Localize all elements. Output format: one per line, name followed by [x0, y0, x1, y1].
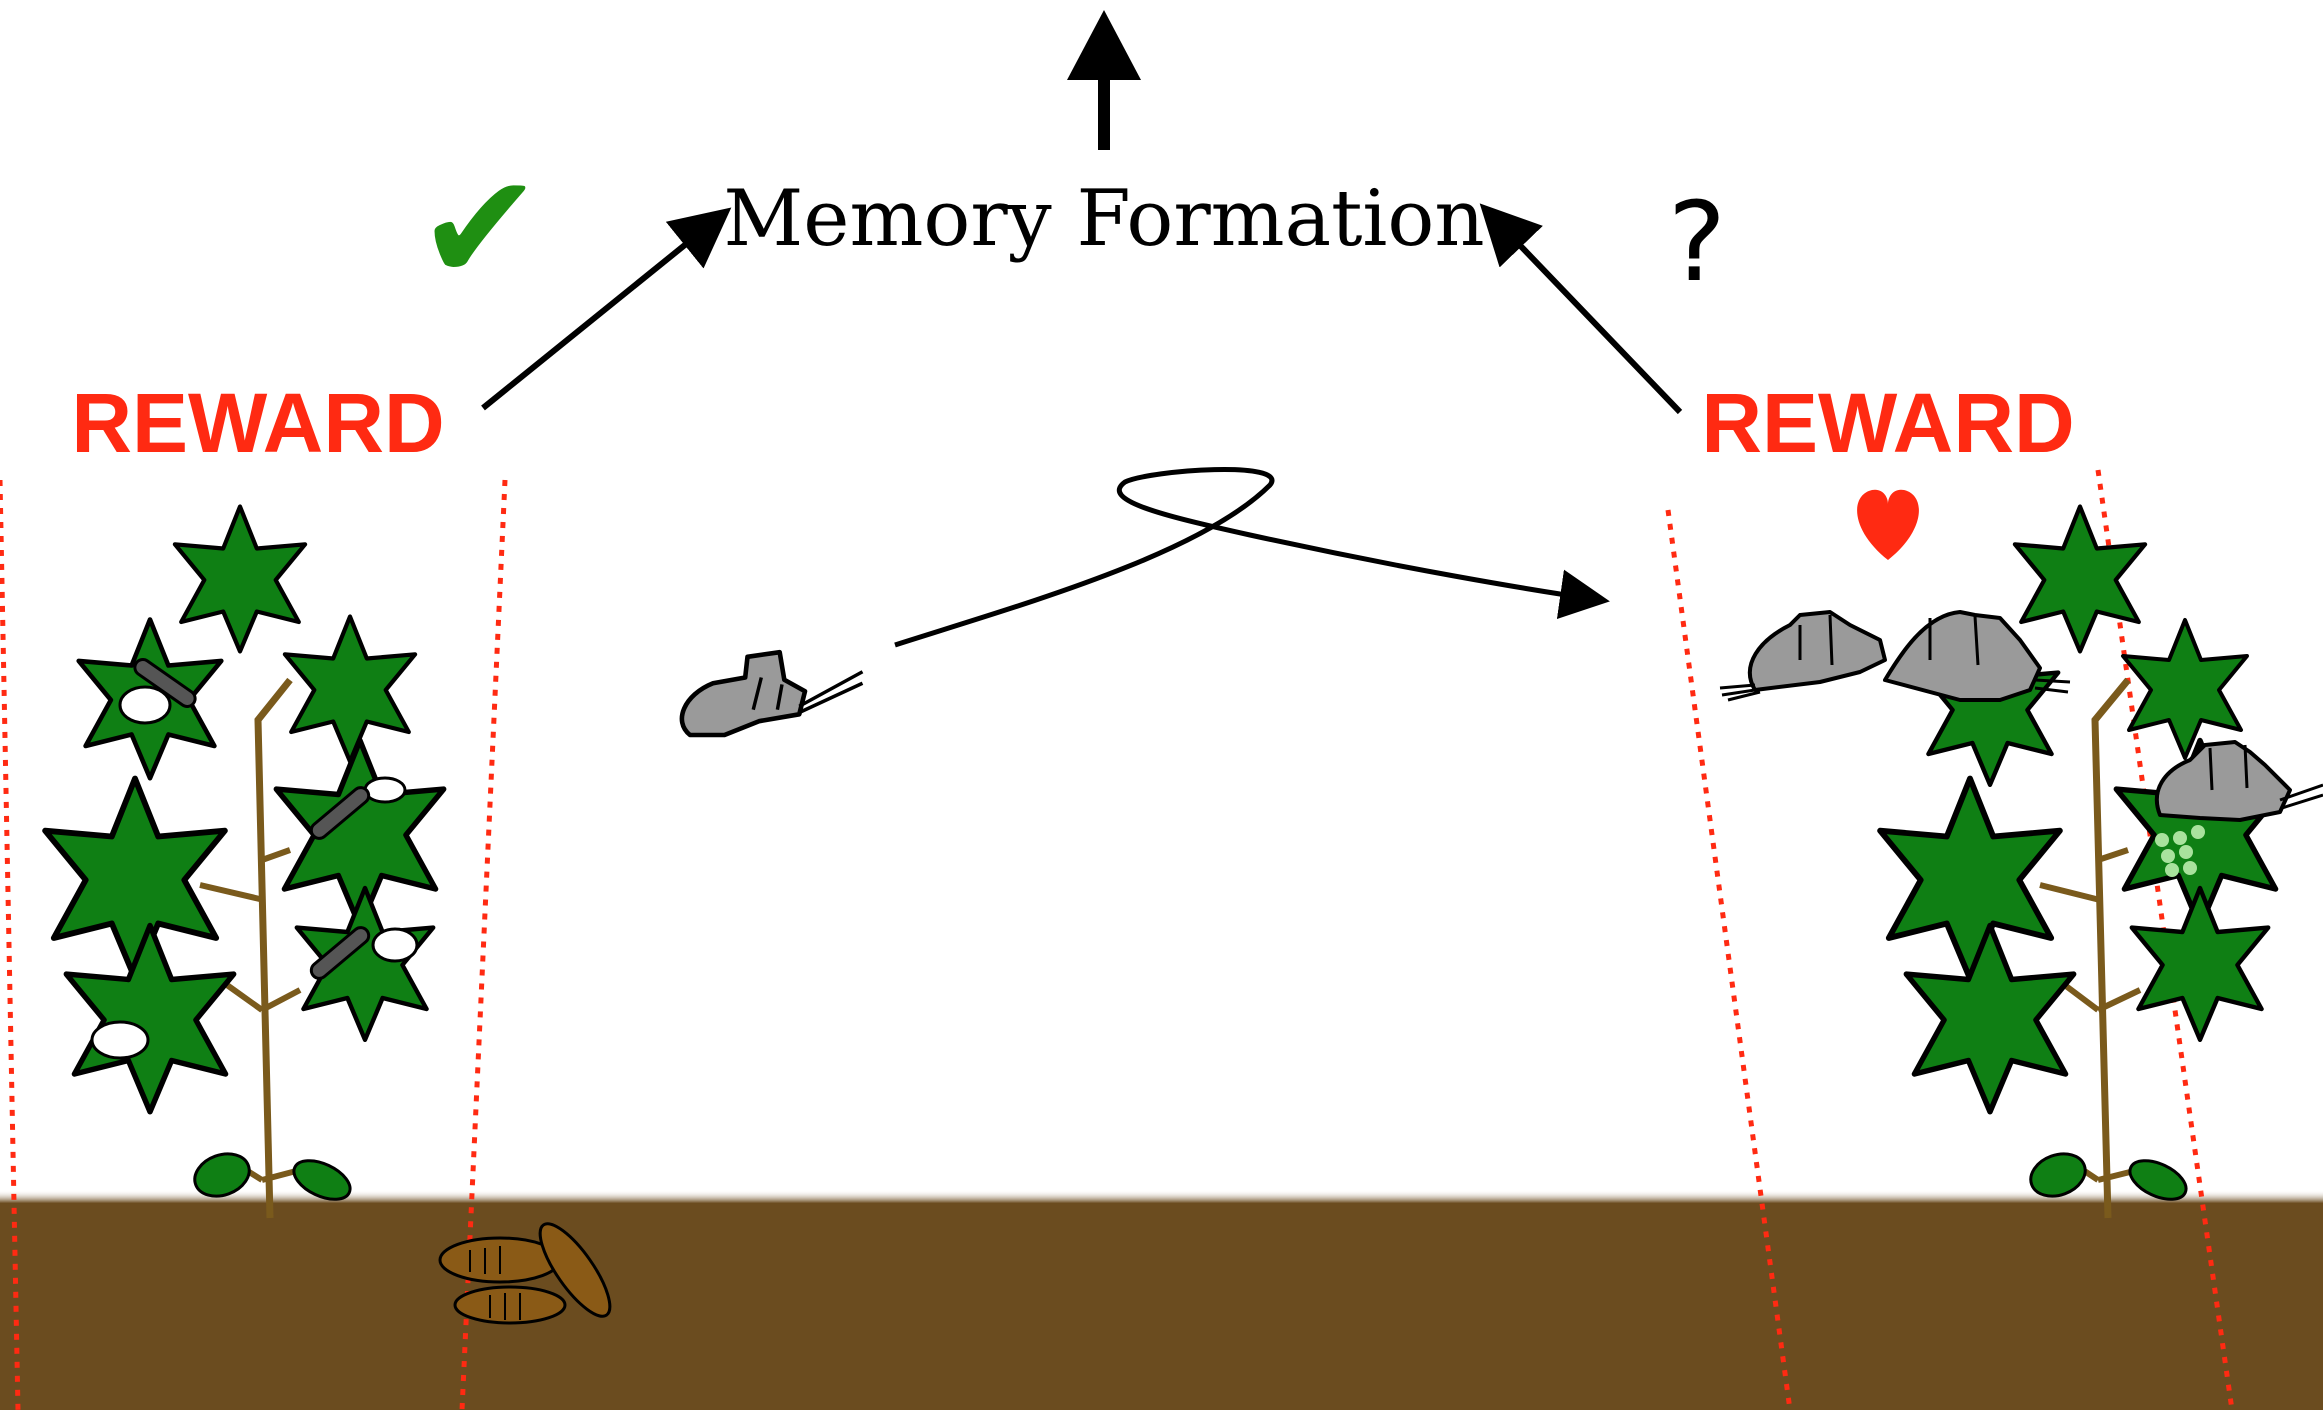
perched-moth-icon [2154, 740, 2323, 822]
question-mark-icon: ? [1668, 178, 1726, 306]
perched-moth-icon [1719, 610, 1887, 702]
diagram-title: Memory Formation [723, 174, 1484, 264]
up-arrow-icon [1067, 10, 1141, 150]
right-zone-right-boundary [2095, 469, 2235, 1410]
arrow-right-to-memory [1479, 203, 1683, 415]
moth-flight-path [894, 467, 1610, 648]
flying-moth-icon [679, 649, 864, 738]
right-reward-label: REWARD [1701, 376, 2074, 470]
right-plant-icon [1880, 507, 2284, 1219]
perched-moth-icon [1883, 610, 2071, 702]
left-reward-label: REWARD [71, 376, 444, 470]
soil-ground [0, 1190, 2323, 1410]
left-zone-left-boundary [0, 479, 21, 1410]
arrow-left-to-memory [481, 207, 732, 411]
check-mark-icon: ✔ [417, 142, 543, 316]
heart-icon [1857, 489, 1919, 560]
left-plant-icon [45, 507, 444, 1219]
pupa-icon [438, 1222, 612, 1325]
right-zone-left-boundary [1665, 509, 1793, 1410]
egg-cluster-icon [2155, 825, 2205, 877]
